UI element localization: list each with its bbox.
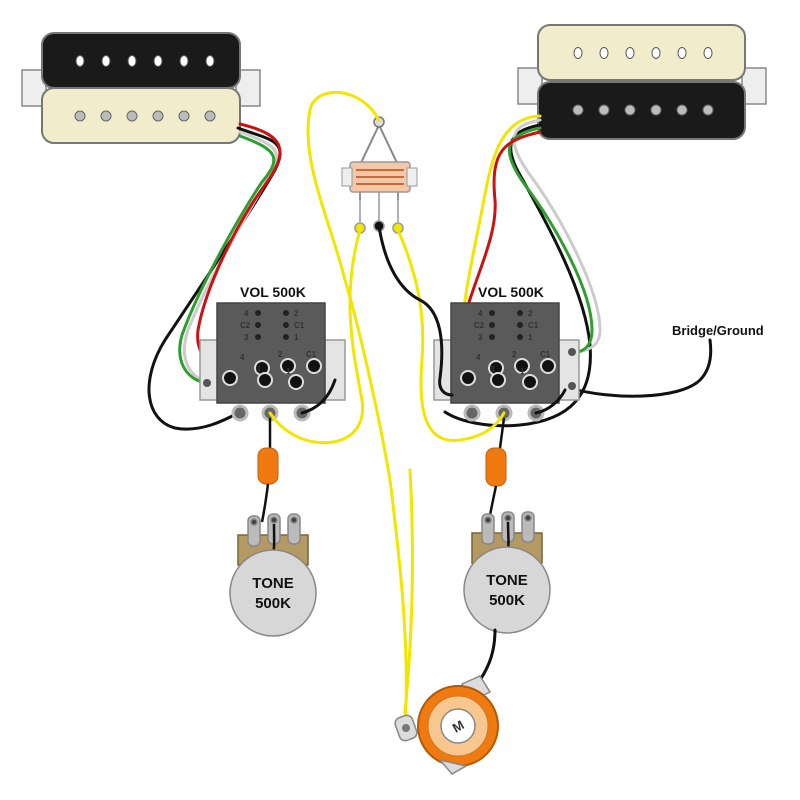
right-humbucker-top-coil <box>537 24 746 81</box>
right-pot-lower-2: 2 <box>512 350 517 359</box>
right-lead-black <box>443 123 592 428</box>
left-volume-pot-terminal-dots <box>255 310 289 340</box>
right-pot-lower-c1: C1 <box>540 350 551 359</box>
right-capacitor <box>485 417 507 521</box>
right-volume-label: VOL 500K <box>478 284 544 300</box>
left-humbucker <box>21 32 261 144</box>
right-pot-ground-point <box>568 348 576 356</box>
left-pot-mark-2: 2 <box>294 309 299 318</box>
right-tone-pot-body <box>463 546 551 634</box>
left-pot-mark-c1: C1 <box>294 321 305 330</box>
output-jack: M <box>394 675 499 775</box>
wire-yellow-right-to-switch <box>396 228 506 442</box>
left-volume-pot: 4 2 C2 C1 3 1 4 2 C1 3 1 VOL 500K <box>199 284 346 422</box>
right-volume-pot-lugs <box>460 358 556 390</box>
left-pot-lower-c1: C1 <box>306 350 317 359</box>
wire-black-switch-to-jack <box>377 224 454 397</box>
right-tone-pot: TONE 500K <box>463 511 551 634</box>
right-pot-black-jumper <box>534 388 567 415</box>
left-pot-mark-4: 4 <box>244 309 249 318</box>
signal-wires <box>268 90 506 727</box>
left-capacitor <box>257 418 279 523</box>
wire-yellow-to-jack-tip <box>403 468 414 714</box>
right-pot-mark-4: 4 <box>478 309 483 318</box>
right-volume-pot: 4 2 C2 C1 3 1 4 2 C1 3 1 VOL 500K <box>433 284 580 422</box>
left-pot-lower-1: 1 <box>286 367 291 376</box>
left-tone-label: TONE <box>252 575 293 592</box>
right-tone-value: 500K <box>489 592 525 609</box>
left-lead-green <box>178 134 276 385</box>
left-humbucker-bottom-coil <box>41 87 241 144</box>
left-tone-value: 500K <box>255 595 291 612</box>
right-humbucker-bottom-polepieces <box>572 104 714 116</box>
right-pot-mark-3: 3 <box>478 333 483 342</box>
left-tone-pot-body <box>229 549 317 637</box>
left-pot-lower-2: 2 <box>278 350 283 359</box>
left-pot-lower-3: 3 <box>256 365 261 374</box>
left-pot-lower-4: 4 <box>240 353 245 362</box>
right-pot-lower-1: 1 <box>520 367 525 376</box>
left-pot-mark-c2: C2 <box>240 321 251 330</box>
right-pot-bridge-ground-point <box>568 382 576 390</box>
bridge-ground-label: Bridge/Ground <box>672 323 764 338</box>
bridge-ground-wire <box>568 338 713 398</box>
right-lead-green <box>507 126 594 354</box>
toggle-switch <box>341 116 418 234</box>
left-volume-pot-bottom-lugs <box>231 404 311 422</box>
right-humbucker-bottom-coil <box>537 81 746 140</box>
right-pot-mark-2: 2 <box>528 309 533 318</box>
left-humbucker-bottom-polepieces <box>74 110 216 122</box>
right-volume-pot-terminal-dots <box>489 310 523 340</box>
left-pot-mark-1: 1 <box>294 333 299 342</box>
right-pot-lower-3: 3 <box>490 365 495 374</box>
right-pot-lower-4: 4 <box>476 353 481 362</box>
left-volume-pot-body <box>216 302 326 404</box>
left-pot-ground-point <box>203 379 211 387</box>
right-pot-mark-1: 1 <box>528 333 533 342</box>
right-tone-label: TONE <box>486 572 527 589</box>
right-humbucker-top-polepieces <box>573 47 713 59</box>
right-pot-mark-c2: C2 <box>474 321 485 330</box>
right-pot-mark-c1: C1 <box>528 321 539 330</box>
left-pot-black-jumper <box>300 378 337 415</box>
left-pot-mark-3: 3 <box>244 333 249 342</box>
right-humbucker <box>517 24 767 140</box>
wire-yellow-left-to-switch <box>268 228 365 445</box>
left-tone-pot: TONE 500K <box>229 513 317 637</box>
right-volume-pot-body <box>450 302 560 404</box>
left-volume-label: VOL 500K <box>240 284 306 300</box>
left-humbucker-top-polepieces <box>75 55 215 67</box>
left-volume-pot-lugs <box>222 358 322 390</box>
